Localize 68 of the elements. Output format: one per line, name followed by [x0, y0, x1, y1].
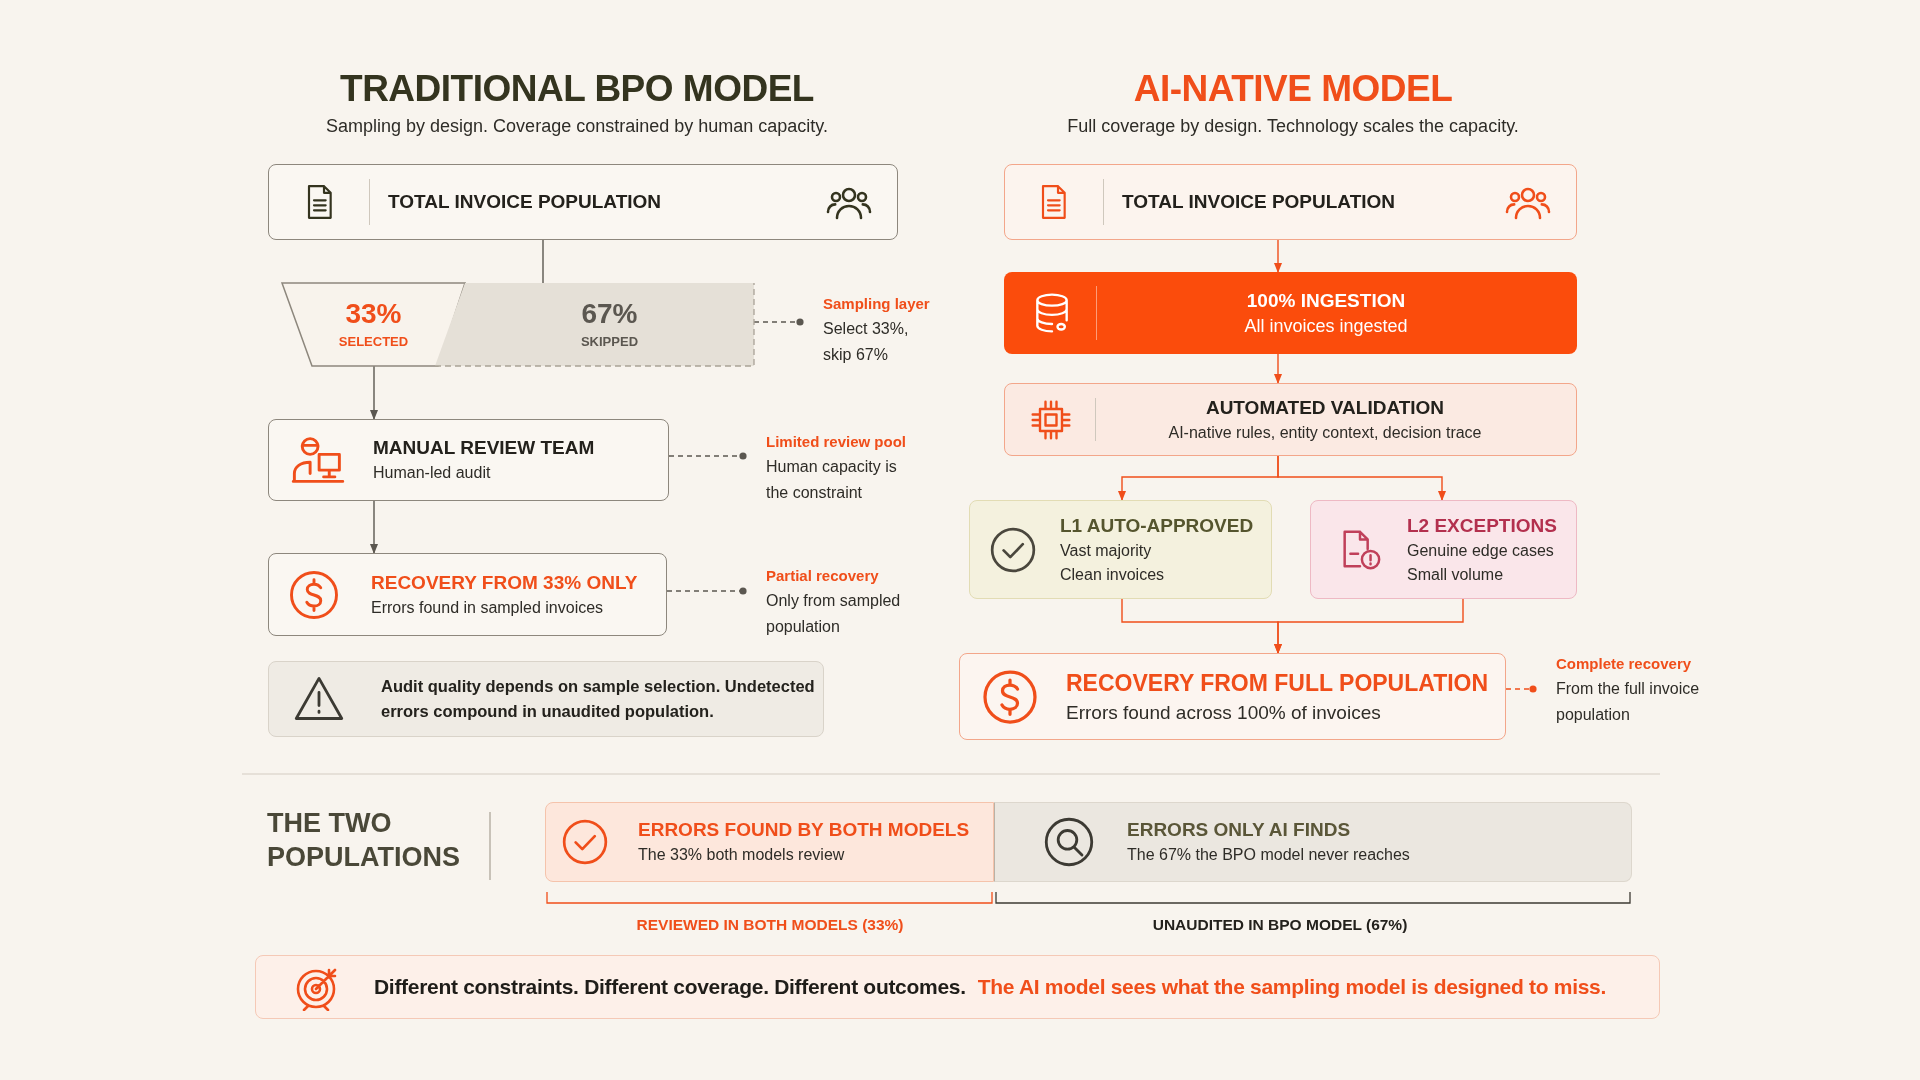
annotation-title: Partial recovery — [766, 566, 880, 586]
summary-highlight: The AI model sees what the sampling model is designed to miss. — [977, 975, 1606, 999]
arrow — [1277, 455, 1446, 501]
section-subtitle: Sampling by design. Coverage constrained by human capacity. — [325, 116, 829, 137]
box-description: Clean invoices — [1060, 564, 1166, 585]
box-title: 100% INGESTION — [1246, 289, 1406, 313]
process-box — [268, 553, 667, 636]
summary-statement: Different constraints. Different coverage. Different outcomes. — [374, 975, 966, 999]
box-title: AUTOMATED VALIDATION — [1205, 395, 1445, 420]
box-description: Human-led audit — [373, 463, 492, 483]
annotation-text: From the full invoice population — [1556, 679, 1701, 725]
note-text: Audit quality depends on sample selection. Undetected errors compound in unaudited population. — [381, 676, 816, 722]
box-description: Errors found in sampled invoices — [371, 597, 605, 618]
section-subtitle: Full coverage by design. Technology scales the capacity. — [1066, 116, 1520, 137]
note-box — [268, 661, 824, 737]
annotation-text: Only from sampled population — [766, 591, 902, 637]
section-title: TRADITIONAL BPO MODEL — [339, 68, 815, 110]
process-box — [268, 419, 669, 501]
box-description: Vast majority — [1060, 540, 1153, 561]
annotation-text: Select 33%, skip 67% — [823, 319, 910, 365]
process-box — [268, 164, 898, 240]
population-panel — [994, 802, 1632, 882]
section-heading: THE TWO POPULATIONS — [267, 807, 457, 874]
box-title: L2 EXCEPTIONS — [1407, 513, 1557, 538]
highlight-box — [1004, 272, 1577, 354]
annotation-title: Complete recovery — [1556, 654, 1693, 674]
outcome-box — [1310, 500, 1577, 599]
annotation-text: Human capacity is the constraint — [766, 457, 898, 503]
process-box — [959, 653, 1506, 740]
connector-line — [542, 239, 544, 284]
arrow — [1274, 353, 1282, 384]
segment-label: SKIPPED — [580, 332, 639, 351]
population-panel — [545, 802, 994, 882]
box-description: The 67% the BPO model never reaches — [1127, 845, 1410, 865]
box-description: Small volume — [1407, 564, 1505, 585]
box-title: L1 AUTO-APPROVED — [1060, 513, 1254, 538]
box-title: RECOVERY FROM FULL POPULATION — [1066, 668, 1489, 698]
box-title: ERRORS ONLY AI FINDS — [1127, 818, 1352, 842]
box-title: TOTAL INVOICE POPULATION — [388, 190, 662, 214]
process-box — [1004, 383, 1577, 456]
box-title: ERRORS FOUND BY BOTH MODELS — [638, 818, 970, 842]
arrow — [370, 365, 378, 420]
leader-line — [668, 452, 747, 460]
box-description: Errors found across 100% of invoices — [1066, 700, 1382, 725]
process-box — [1004, 164, 1577, 240]
leader-line — [753, 318, 804, 326]
bracket-label: UNAUDITED IN BPO MODEL (67%) — [1151, 916, 1409, 934]
annotation-title: Limited review pool — [766, 432, 908, 452]
arrow — [1274, 239, 1282, 273]
box-title: MANUAL REVIEW TEAM — [373, 436, 595, 460]
box-title: TOTAL INVOICE POPULATION — [1122, 190, 1396, 214]
arrow — [1274, 598, 1464, 654]
segment-label: SELECTED — [338, 332, 409, 351]
leader-line — [666, 587, 747, 595]
arrow — [370, 500, 378, 554]
summary-banner — [255, 955, 1660, 1019]
leader-line — [1505, 685, 1537, 693]
percentage-value: 67% — [581, 296, 638, 331]
box-description: AI-native rules, entity context, decision trace — [1168, 422, 1482, 443]
bracket-label: REVIEWED IN BOTH MODELS (33%) — [635, 916, 905, 934]
box-description: The 33% both models review — [638, 845, 846, 865]
section-title: AI-NATIVE MODEL — [1132, 68, 1454, 110]
percentage-value: 33% — [345, 296, 402, 331]
box-title: RECOVERY FROM 33% ONLY — [371, 570, 638, 595]
box-description: Genuine edge cases — [1407, 540, 1555, 561]
box-description: All invoices ingested — [1244, 315, 1408, 338]
outcome-box — [969, 500, 1272, 599]
annotation-title: Sampling layer — [823, 294, 931, 314]
